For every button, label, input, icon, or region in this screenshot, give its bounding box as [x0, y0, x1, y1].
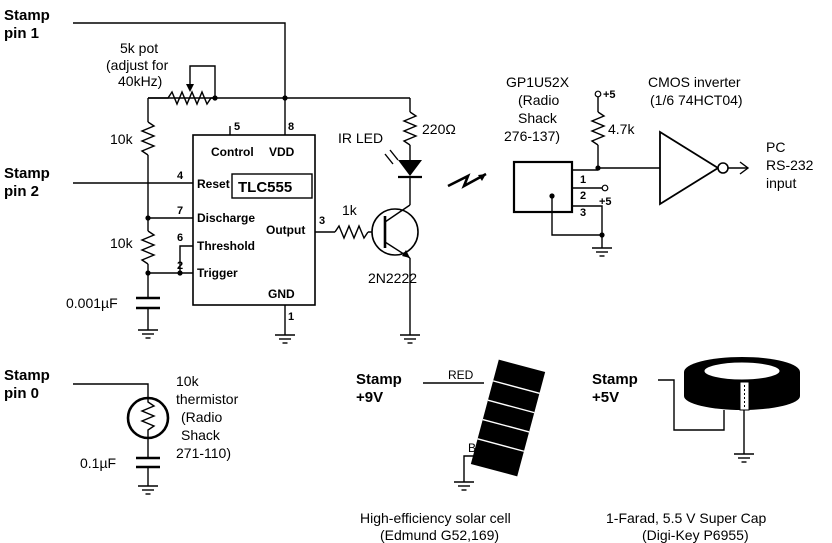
ic-pin-threshold: Threshold: [197, 239, 255, 253]
resistor-220-label: 220Ω: [422, 121, 456, 137]
timer-circuit: 5k pot (adjust for 40kHz) 10k 10k 0.001µ…: [66, 22, 487, 344]
stamp-pin0-label-line1: Stamp: [4, 367, 50, 384]
supercap-circuit: Stamp +5V 1-Farad, 5.5 V Super Cap (Digi…: [592, 357, 800, 543]
ic-pin-vdd: VDD: [269, 145, 295, 159]
pin-number-6: 6: [177, 232, 183, 244]
pin-number-3: 3: [319, 215, 325, 227]
resistor-10k-mid-label: 10k: [110, 235, 134, 251]
pot-label-3: 40kHz): [118, 73, 162, 89]
ic-pin-discharge: Discharge: [197, 211, 255, 225]
stamp-pin1-label-line2: pin 1: [4, 25, 39, 42]
solar-caption-2: (Edmund G52,169): [380, 527, 499, 543]
receiver-label-4: 276-137): [504, 128, 560, 144]
thermistor-label-2: thermistor: [176, 391, 239, 407]
ir-led: [398, 160, 422, 176]
inverter-label-1: CMOS inverter: [648, 74, 741, 90]
pot-resistor: [148, 90, 215, 106]
cmos-inverter: [659, 130, 720, 206]
supercap-caption-1: 1-Farad, 5.5 V Super Cap: [606, 510, 767, 526]
tlc555-ic: [192, 134, 316, 306]
stamp-pin0-label-line2: pin 0: [4, 385, 39, 402]
resistor-10k-mid: [140, 230, 156, 265]
ic-pin-gnd: GND: [268, 287, 295, 301]
pin-number-4: 4: [177, 170, 184, 182]
pc-label-2: RS-232: [766, 157, 814, 173]
pin-number-1: 1: [288, 311, 294, 323]
receiver-label-2: (Radio: [518, 92, 559, 108]
pc-label-1: PC: [766, 139, 785, 155]
receiver-pin2-supply: +5: [599, 196, 612, 208]
transistor-label: 2N2222: [368, 270, 417, 286]
thermistor-label-3: (Radio: [181, 409, 222, 425]
pin-number-7: 7: [177, 205, 183, 217]
ir-beam: [447, 172, 487, 189]
solar-cell-circuit: Stamp +9V RED BLK High-efficiency solar …: [356, 359, 546, 543]
stamp-pin1-label-line1: Stamp: [4, 7, 50, 24]
thermistor-circuit: Stamp pin 0 0.1µF 10k thermistor (Radio …: [4, 367, 239, 495]
stamp-9v-label-line1: Stamp: [356, 371, 402, 388]
thermistor-label-1: 10k: [176, 373, 200, 389]
timing-capacitor-label: 0.001µF: [66, 295, 118, 311]
pullup-supply: +5: [603, 89, 616, 101]
solar-blk-label: BLK: [468, 441, 491, 455]
pot-label-1: 5k pot: [120, 40, 158, 56]
solar-red-label: RED: [448, 368, 474, 382]
stamp-5v-label-line2: +5V: [592, 389, 619, 406]
ic-pin-control: Control: [211, 145, 254, 159]
solar-cell: [470, 359, 546, 477]
thermistor-label-5: 271-110): [176, 445, 231, 461]
resistor-10k-top-label: 10k: [110, 131, 134, 147]
stamp-pin2-label-line2: pin 2: [4, 183, 39, 200]
receiver-label-3: Shack: [518, 110, 558, 126]
pin-number-2: 2: [177, 260, 183, 272]
resistor-4k7-label: 4.7k: [608, 121, 635, 137]
gp1u52x-module: [512, 160, 574, 214]
ir-led-label: IR LED: [338, 130, 383, 146]
ir-receiver-circuit: GP1U52X (Radio Shack 276-137) 1 2 +5 3 +…: [504, 74, 814, 257]
thermistor-capacitor-label: 0.1µF: [80, 455, 116, 471]
resistor-220: [402, 111, 418, 146]
inverter-label-2: (1/6 74HCT04): [650, 92, 743, 108]
solar-caption-1: High-efficiency solar cell: [360, 510, 511, 526]
resistor-1k-label: 1k: [342, 202, 358, 218]
ic-name: TLC555: [238, 179, 292, 196]
pin-number-8: 8: [288, 121, 294, 133]
ic-pin-trigger: Trigger: [197, 266, 238, 280]
vdd-wire: [73, 22, 286, 135]
stamp-pin2-label-line1: Stamp: [4, 165, 50, 182]
pin-number-5: 5: [234, 121, 240, 133]
receiver-label-1: GP1U52X: [506, 74, 570, 90]
stamp-5v-label-line1: Stamp: [592, 371, 638, 388]
resistor-4k7: [590, 111, 606, 146]
supercap-caption-2: (Digi-Key P6955): [642, 527, 749, 543]
super-capacitor: [684, 357, 800, 411]
ic-pin-reset: Reset: [197, 177, 230, 191]
receiver-pin-3: 3: [580, 207, 586, 219]
resistor-1k: [334, 224, 369, 240]
receiver-pin-1: 1: [580, 174, 586, 186]
resistor-10k-top: [140, 121, 156, 156]
pc-label-3: input: [766, 175, 796, 191]
ic-pin-output: Output: [266, 223, 305, 237]
thermistor-label-4: Shack: [181, 427, 221, 443]
pot-label-2: (adjust for: [106, 57, 169, 73]
transistor-2n2222: [371, 208, 419, 256]
stamp-9v-label-line2: +9V: [356, 389, 383, 406]
receiver-pin-2: 2: [580, 190, 586, 202]
